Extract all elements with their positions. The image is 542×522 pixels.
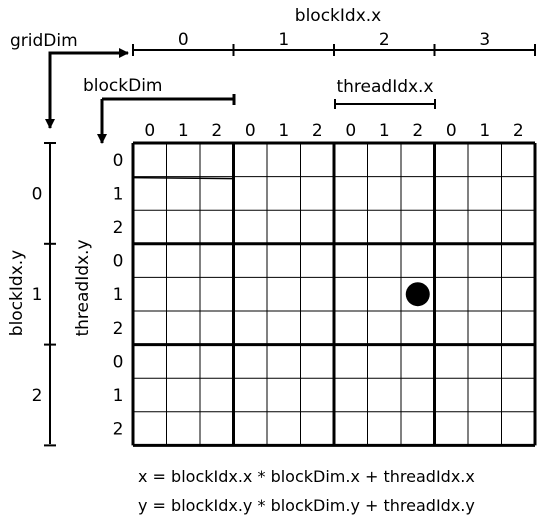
thread-idx-x-value: 2 bbox=[211, 121, 222, 141]
thread-idx-y-value: 0 bbox=[113, 151, 124, 171]
formula-y: y = blockIdx.y * blockDim.y + threadIdx.… bbox=[138, 496, 475, 515]
block-idx-y-ticks bbox=[44, 142, 56, 447]
block-idx-x-value: 2 bbox=[379, 30, 390, 50]
block-idx-x-value: 1 bbox=[278, 30, 289, 50]
block-idx-y-value: 0 bbox=[32, 184, 43, 204]
thread-idx-x-value: 0 bbox=[144, 121, 155, 141]
block-dim-label: blockDim bbox=[83, 76, 162, 96]
thread-idx-x-value: 2 bbox=[412, 121, 423, 141]
block-idx-y-value: 1 bbox=[32, 285, 43, 305]
thread-idx-x-value: 2 bbox=[513, 121, 524, 141]
thread-idx-x-value: 0 bbox=[245, 121, 256, 141]
thread-grid bbox=[131, 141, 537, 447]
thread-idx-y-value: 2 bbox=[113, 218, 124, 238]
thread-idx-x-value: 1 bbox=[278, 121, 289, 141]
thread-idx-y-value: 1 bbox=[113, 386, 124, 406]
thread-idx-y-value: 1 bbox=[113, 285, 124, 305]
formula-x: x = blockIdx.x * blockDim.x + threadIdx.… bbox=[138, 467, 475, 486]
thread-idx-x-values: 0 1 2 0 1 2 0 1 2 0 1 2 bbox=[144, 121, 523, 141]
block-idx-y-values: 0 1 2 bbox=[32, 184, 43, 406]
thread-idx-x-value: 1 bbox=[178, 121, 189, 141]
block-idx-x-values: 0 1 2 3 bbox=[178, 30, 490, 50]
stray-mark bbox=[132, 176, 234, 180]
thread-idx-x-value: 0 bbox=[446, 121, 457, 141]
block-idx-y-label: blockIdx.y bbox=[7, 250, 27, 336]
thread-idx-x-value: 1 bbox=[479, 121, 490, 141]
thread-idx-x-value: 2 bbox=[312, 121, 323, 141]
block-idx-x-value: 0 bbox=[178, 30, 189, 50]
block-idx-x-label: blockIdx.x bbox=[295, 6, 381, 26]
thread-idx-y-values: 0 1 2 0 1 2 0 1 2 bbox=[113, 151, 124, 440]
thread-idx-y-value: 0 bbox=[113, 352, 124, 372]
thread-idx-y-value: 2 bbox=[113, 319, 124, 339]
block-idx-x-value: 3 bbox=[479, 30, 490, 50]
thread-idx-y-value: 2 bbox=[113, 420, 124, 440]
block-idx-y-value: 2 bbox=[32, 386, 43, 406]
thread-idx-x-label: threadIdx.x bbox=[336, 77, 433, 97]
grid-dim-label: gridDim bbox=[10, 31, 78, 51]
thread-idx-y-label: threadIdx.y bbox=[73, 239, 93, 336]
highlighted-thread-dot bbox=[405, 282, 430, 307]
thread-idx-x-value: 0 bbox=[345, 121, 356, 141]
thread-idx-y-value: 0 bbox=[113, 252, 124, 272]
block-idx-x-ticks bbox=[132, 44, 536, 56]
thread-idx-y-value: 1 bbox=[113, 184, 124, 204]
thread-idx-x-value: 1 bbox=[379, 121, 390, 141]
